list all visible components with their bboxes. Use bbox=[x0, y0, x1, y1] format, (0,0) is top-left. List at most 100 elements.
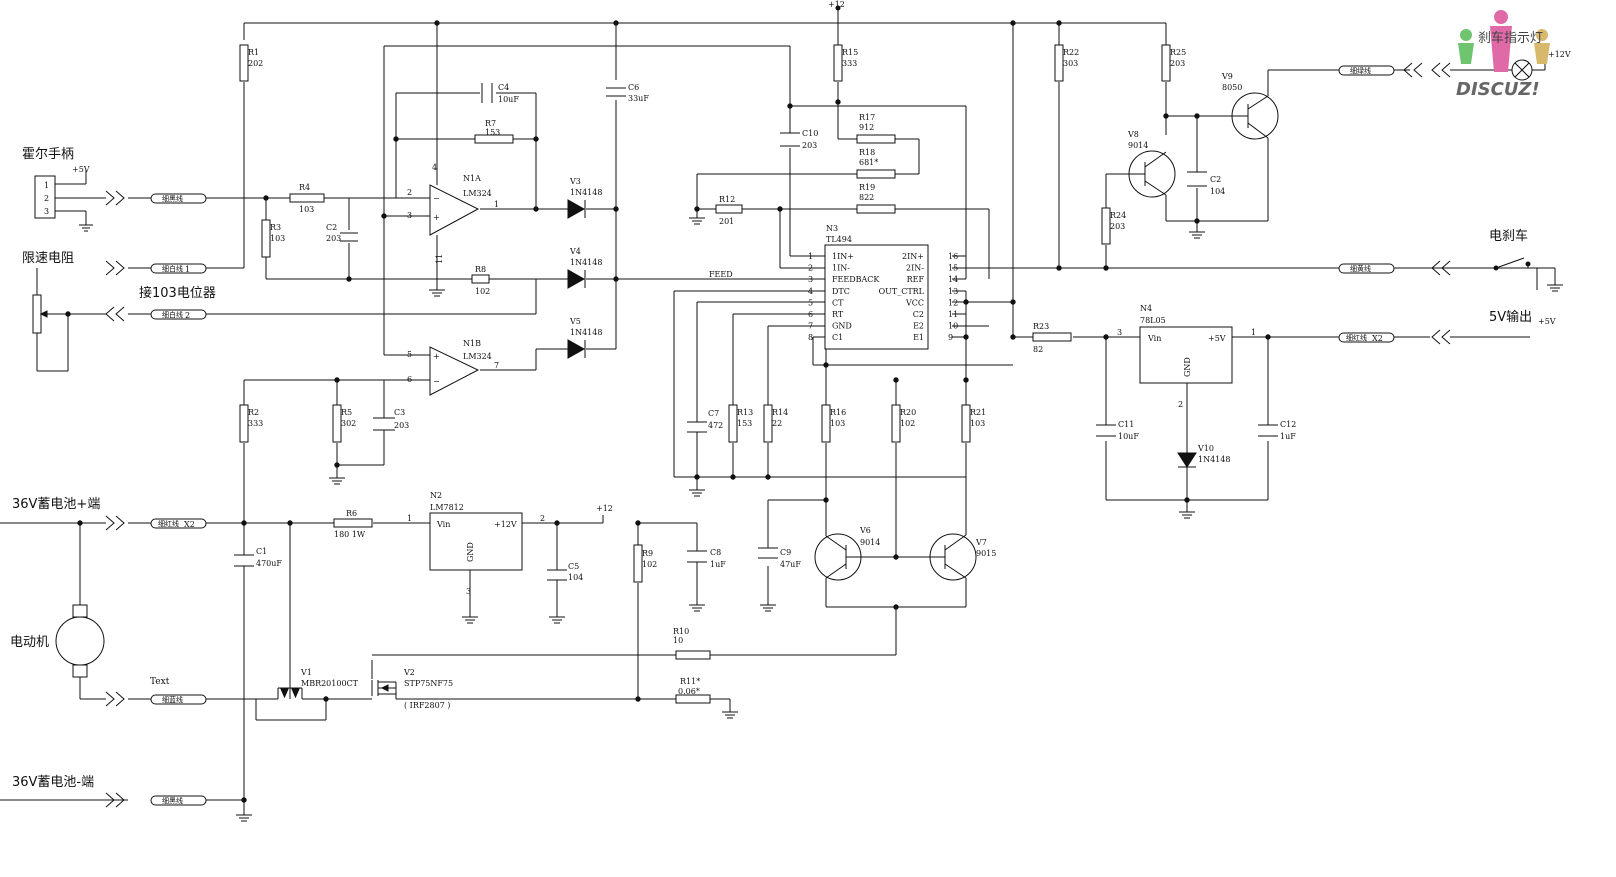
tl494-pin-number: 15 bbox=[948, 264, 958, 273]
label-r17-ref: R17 bbox=[859, 113, 875, 122]
connector-pill bbox=[1338, 263, 1395, 274]
brake-lamp bbox=[1480, 59, 1546, 81]
connector-sub: X2 bbox=[184, 520, 195, 529]
transistor-v8 bbox=[1106, 150, 1176, 198]
label-r6-ref: R6 bbox=[346, 509, 357, 518]
label-n1a-val: LM324 bbox=[463, 189, 492, 198]
label-r23-val: 82 bbox=[1033, 345, 1043, 354]
tl494-pin-number: 16 bbox=[948, 252, 958, 261]
resistor-r16 bbox=[821, 404, 831, 443]
label-plus5v-out: +5V bbox=[1538, 317, 1556, 326]
connector-pill bbox=[1338, 332, 1395, 343]
label-c2b-val: 104 bbox=[1210, 187, 1225, 196]
label-r18-ref: R18 bbox=[859, 148, 875, 157]
label-c12-val: 1uF bbox=[1280, 432, 1296, 441]
resistor-r22 bbox=[1054, 44, 1064, 82]
label-c10-ref: C10 bbox=[802, 129, 818, 138]
capacitor-c1 bbox=[234, 554, 254, 567]
tl494-pin-name: RT bbox=[832, 310, 844, 319]
watermark-figure-green bbox=[1460, 29, 1472, 41]
resistor-r23 bbox=[1032, 332, 1072, 342]
label-c6-ref: C6 bbox=[628, 83, 639, 92]
label-plus5v-hall: +5V bbox=[72, 165, 90, 174]
label-r5-ref: R5 bbox=[341, 408, 352, 417]
label-c3-val: 203 bbox=[394, 421, 409, 430]
pwm-controller-n3 bbox=[824, 244, 929, 350]
connector-text: 细白线 bbox=[162, 310, 183, 319]
label-r24-ref: R24 bbox=[1110, 211, 1126, 220]
junction-dots bbox=[65, 5, 1271, 803]
label-r16-ref: R16 bbox=[830, 408, 846, 417]
label-r7-val: 153 bbox=[485, 128, 500, 137]
connector-pill bbox=[150, 263, 207, 274]
pin-n1a-11: 11 bbox=[435, 254, 444, 264]
connector-text: 细红线 bbox=[1346, 333, 1367, 342]
resistor-r19 bbox=[856, 204, 896, 214]
label-r23-ref: R23 bbox=[1033, 322, 1049, 331]
connector-pill bbox=[150, 795, 207, 806]
regulator-n4 bbox=[1139, 326, 1233, 384]
label-c4-val: 10uF bbox=[498, 95, 519, 104]
resistor-r13 bbox=[728, 404, 738, 443]
watermark-logo: DISCUZ! bbox=[1456, 79, 1540, 100]
connector-pill bbox=[1338, 65, 1395, 76]
tl494-pin-number: 8 bbox=[808, 333, 813, 342]
svg-text:+: + bbox=[433, 213, 440, 222]
mosfet-v2 bbox=[371, 680, 397, 699]
label-r3-ref: R3 bbox=[270, 223, 281, 232]
label-r9-val: 102 bbox=[642, 560, 657, 569]
label-n2-val: LM7812 bbox=[430, 503, 464, 512]
label-v2-val: STP75NF75 bbox=[404, 679, 453, 688]
component-labels: R1 202 R2 333 R3 103 R4 103 R5 302 R6 18… bbox=[248, 48, 1296, 710]
label-v6-val: 9014 bbox=[860, 538, 880, 547]
label-c10-val: 203 bbox=[802, 141, 817, 150]
label-r2-val: 333 bbox=[248, 419, 263, 428]
resistor-r20 bbox=[891, 404, 901, 443]
label-text: Text bbox=[150, 677, 170, 687]
label-r22-ref: R22 bbox=[1063, 48, 1079, 57]
label-r13-ref: R13 bbox=[737, 408, 753, 417]
hall-pin-3: 3 bbox=[44, 207, 49, 216]
brake-switch bbox=[1492, 257, 1537, 271]
resistor-r10 bbox=[675, 650, 711, 660]
connector-pill bbox=[150, 694, 207, 705]
label-v1-val: MBR20100CT bbox=[301, 679, 359, 688]
label-c6-val: 33uF bbox=[628, 94, 649, 103]
label-r20-ref: R20 bbox=[900, 408, 916, 417]
resistor-r6 bbox=[333, 518, 373, 528]
label-r10-ref: R10 bbox=[673, 627, 689, 636]
label-r3-val: 103 bbox=[270, 234, 285, 243]
resistor-r8 bbox=[471, 274, 490, 284]
tl494-pin-name: REF bbox=[907, 275, 925, 284]
label-c8-ref: C8 bbox=[710, 548, 721, 557]
label-n2-pin1: 1 bbox=[407, 514, 412, 523]
label-r14-ref: R14 bbox=[772, 408, 788, 417]
label-c7-val: 472 bbox=[708, 421, 723, 430]
label-battery-minus: 36V蓄电池-端 bbox=[12, 775, 94, 790]
capacitor-c9 bbox=[758, 547, 778, 559]
resistor-r18 bbox=[856, 169, 896, 179]
resistor-r14 bbox=[763, 404, 773, 443]
label-n4-pin1: 1 bbox=[1251, 328, 1256, 337]
label-n1a-ref: N1A bbox=[463, 174, 481, 183]
supply-labels: +12 +12 +5V +5V +12V 1 2 3 bbox=[44, 0, 1571, 513]
tl494-pin-number: 11 bbox=[948, 310, 958, 319]
pin-n1b-5: 5 bbox=[407, 350, 412, 359]
label-n2-gnd: GND bbox=[466, 542, 475, 562]
label-v10-val: 1N4148 bbox=[1198, 455, 1230, 464]
resistor-r17 bbox=[856, 134, 896, 144]
transistor-v6 bbox=[814, 533, 862, 581]
resistor-r24 bbox=[1101, 207, 1111, 245]
tl494-pin-number: 12 bbox=[948, 298, 958, 307]
label-n2-pin2: 2 bbox=[540, 514, 545, 523]
label-speed-limit: 限速电阻 bbox=[22, 251, 74, 266]
resistor-r5 bbox=[332, 404, 342, 443]
label-v2-ref: V2 bbox=[403, 668, 415, 677]
tl494-pin-name: GND bbox=[832, 322, 852, 331]
wires bbox=[0, 8, 1556, 815]
tl494-pin-number: 2 bbox=[808, 264, 813, 273]
resistor-r21 bbox=[961, 404, 971, 443]
connector-text: 细黄线 bbox=[1350, 264, 1371, 273]
